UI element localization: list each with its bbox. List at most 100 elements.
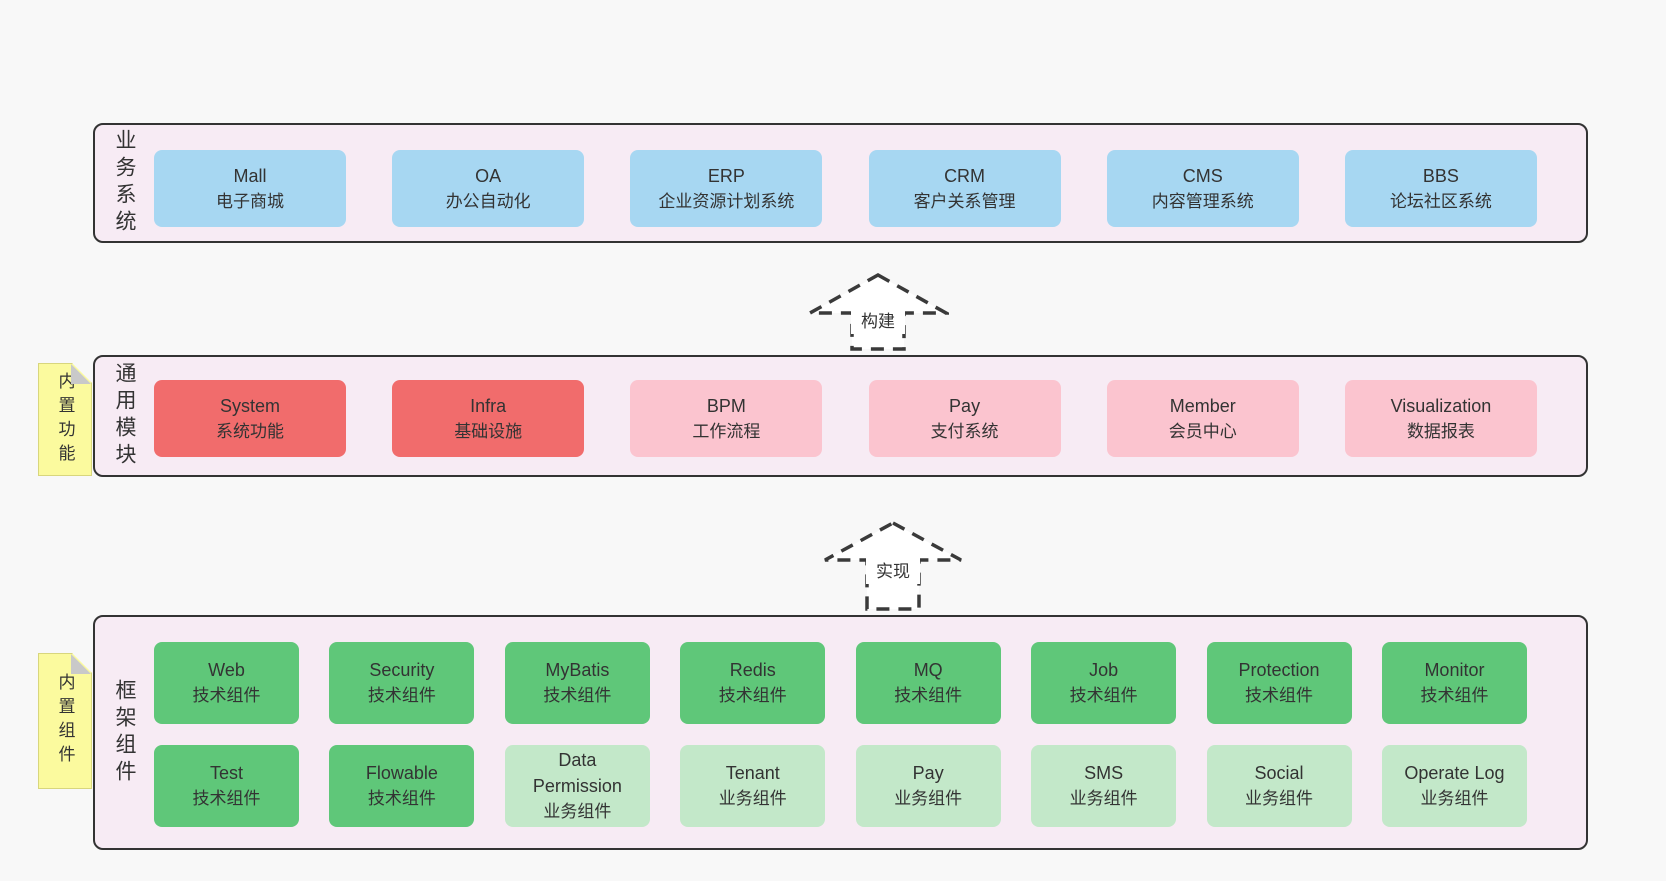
box-subtitle: 电子商城	[216, 191, 284, 211]
box-system: System 系统功能	[154, 380, 346, 457]
box-subtitle: 业务组件	[1069, 789, 1138, 808]
note-fold-corner-icon	[71, 364, 91, 384]
box-subtitle: 技术组件	[543, 686, 612, 705]
box-subtitle: 技术组件	[1245, 686, 1314, 705]
box-title: Flowable	[365, 763, 438, 783]
box-subtitle: 系统功能	[216, 421, 284, 441]
components-box-row-2: Test 技术组件 Flowable 技术组件 Data Permission …	[154, 745, 1527, 827]
box-subtitle: 会员中心	[1168, 421, 1237, 441]
box-mq: MQ 技术组件	[855, 642, 1001, 724]
box-subtitle: 基础设施	[454, 421, 523, 441]
box-title: Test	[209, 763, 243, 783]
box-redis: Redis 技术组件	[680, 642, 826, 724]
layer-label-components: 框架组件	[113, 678, 136, 787]
box-mall: Mall 电子商城	[154, 150, 346, 227]
box-title: Protection	[1238, 660, 1320, 680]
business-box-row: Mall 电子商城 OA 办公自动化 ERP 企业资源计划系统 CRM 客户关系…	[154, 150, 1537, 227]
box-data-permission: Data Permission 业务组件	[504, 745, 650, 827]
box-title: Member	[1169, 395, 1236, 416]
box-subtitle: 业务组件	[718, 789, 787, 808]
box-subtitle: 支付系统	[930, 421, 999, 441]
box-bpm: BPM 工作流程	[630, 380, 823, 457]
box-infra: Infra 基础设施	[392, 380, 585, 457]
box-subtitle: 技术组件	[192, 686, 261, 705]
build-arrow-icon: 构建	[807, 272, 949, 352]
box-title: BBS	[1422, 165, 1459, 186]
box-visualization: Visualization 数据报表	[1344, 380, 1537, 457]
box-title: ERP	[707, 165, 745, 186]
box-subtitle: 技术组件	[894, 686, 963, 705]
box-title: Pay	[949, 395, 981, 416]
box-title: OA	[475, 165, 502, 186]
box-pay-module: Pay 支付系统	[868, 380, 1061, 457]
box-job: Job 技术组件	[1031, 642, 1177, 724]
box-title: Security	[369, 660, 435, 680]
box-subtitle: 业务组件	[543, 802, 612, 821]
box-crm: CRM 客户关系管理	[868, 150, 1061, 227]
box-subtitle: 技术组件	[367, 789, 436, 808]
up-arrow-icon: 构建	[807, 272, 949, 351]
sticky-note-builtin-features: 内置功能	[38, 363, 92, 476]
layer-label-business: 业务系统	[113, 129, 136, 237]
box-subtitle: 客户关系管理	[913, 191, 1016, 211]
arrow-label-implement: 实现	[876, 562, 910, 581]
box-title: MQ	[913, 660, 943, 680]
box-security: Security 技术组件	[329, 642, 475, 724]
box-subtitle: 技术组件	[1069, 686, 1138, 705]
box-subtitle: 业务组件	[1245, 789, 1314, 808]
box-pay-component: Pay 业务组件	[855, 745, 1001, 827]
box-bbs: BBS 论坛社区系统	[1344, 150, 1537, 227]
box-title: Mall	[233, 165, 267, 186]
box-title: Visualization	[1390, 395, 1492, 416]
box-cms: CMS 内容管理系统	[1106, 150, 1299, 227]
box-title: BPM	[706, 395, 746, 416]
box-title: CMS	[1182, 165, 1223, 186]
box-web: Web 技术组件	[154, 642, 299, 724]
box-subtitle: 内容管理系统	[1151, 191, 1254, 211]
box-erp: ERP 企业资源计划系统	[630, 150, 823, 227]
box-flowable: Flowable 技术组件	[329, 745, 475, 827]
box-title: Monitor	[1424, 660, 1485, 680]
box-subtitle: 办公自动化	[445, 191, 531, 211]
box-subtitle: 企业资源计划系统	[658, 191, 795, 211]
box-sms: SMS 业务组件	[1031, 745, 1177, 827]
box-mybatis: MyBatis 技术组件	[504, 642, 650, 724]
box-title: Infra	[470, 395, 507, 416]
layer-framework-components: 框架组件 Web 技术组件 Security 技术组件 MyBatis 技术组件…	[93, 615, 1588, 850]
box-title: Pay	[912, 763, 944, 783]
layer-business-systems: 业务系统 Mall 电子商城 OA 办公自动化 ERP 企业资源计划系统 CRM…	[93, 123, 1588, 243]
box-title: MyBatis	[545, 660, 610, 680]
box-subtitle: 论坛社区系统	[1389, 191, 1492, 211]
box-title: Operate Log	[1404, 763, 1505, 783]
box-monitor: Monitor 技术组件	[1381, 642, 1527, 724]
box-title: Web	[208, 660, 245, 680]
up-arrow-icon: 实现	[824, 521, 962, 611]
sticky-note-builtin-components: 内置组件	[38, 653, 92, 789]
box-operate-log: Operate Log 业务组件	[1381, 745, 1527, 827]
layer-common-modules: 通用模块 System 系统功能 Infra 基础设施 BPM 工作流程 Pay…	[93, 355, 1588, 477]
box-title: Data Permission	[532, 750, 622, 796]
box-subtitle: 工作流程	[692, 421, 761, 441]
box-title: System	[219, 395, 280, 416]
note-fold-corner-icon	[71, 654, 91, 674]
box-title: CRM	[944, 165, 986, 186]
box-social: Social 业务组件	[1206, 745, 1352, 827]
box-title: Tenant	[725, 763, 780, 783]
box-title: SMS	[1084, 763, 1124, 783]
box-protection: Protection 技术组件	[1206, 642, 1352, 724]
components-box-row-1: Web 技术组件 Security 技术组件 MyBatis 技术组件 Redi…	[154, 642, 1527, 724]
modules-box-row: System 系统功能 Infra 基础设施 BPM 工作流程 Pay 支付系统…	[154, 380, 1537, 457]
box-subtitle: 技术组件	[367, 686, 436, 705]
box-subtitle: 业务组件	[894, 789, 963, 808]
note-label: 内置功能	[55, 371, 75, 468]
box-subtitle: 技术组件	[718, 686, 787, 705]
box-member: Member 会员中心	[1106, 380, 1299, 457]
box-title: Job	[1089, 660, 1119, 680]
box-subtitle: 数据报表	[1406, 421, 1475, 441]
box-test: Test 技术组件	[154, 745, 299, 827]
box-tenant: Tenant 业务组件	[680, 745, 826, 827]
box-title: Redis	[729, 660, 776, 680]
box-subtitle: 技术组件	[192, 789, 261, 808]
arrow-label-build: 构建	[861, 312, 895, 331]
